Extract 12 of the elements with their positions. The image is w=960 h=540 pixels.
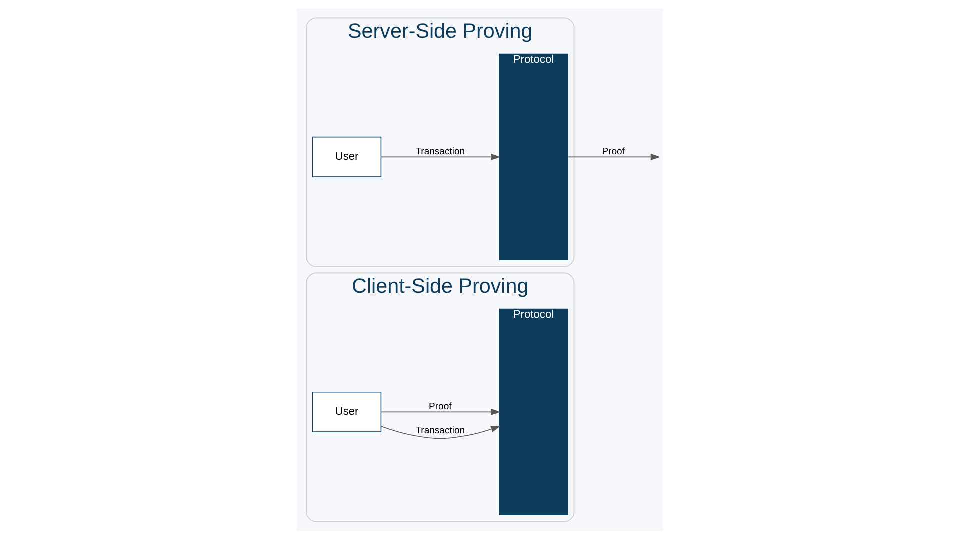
arrow: [380, 426, 501, 440]
node-box: Protocol: [499, 54, 568, 260]
edge-label: Proof: [602, 146, 625, 158]
arrow: [380, 154, 501, 161]
arrow: [568, 154, 660, 161]
edge-label: Transaction: [416, 146, 466, 158]
node-box: Protocol: [499, 308, 568, 516]
edge-label: Proof: [429, 402, 452, 412]
node-box: User: [312, 136, 382, 178]
arrow: [380, 408, 501, 416]
edge-label: Transaction: [416, 425, 466, 436]
node-box: User: [312, 392, 382, 432]
